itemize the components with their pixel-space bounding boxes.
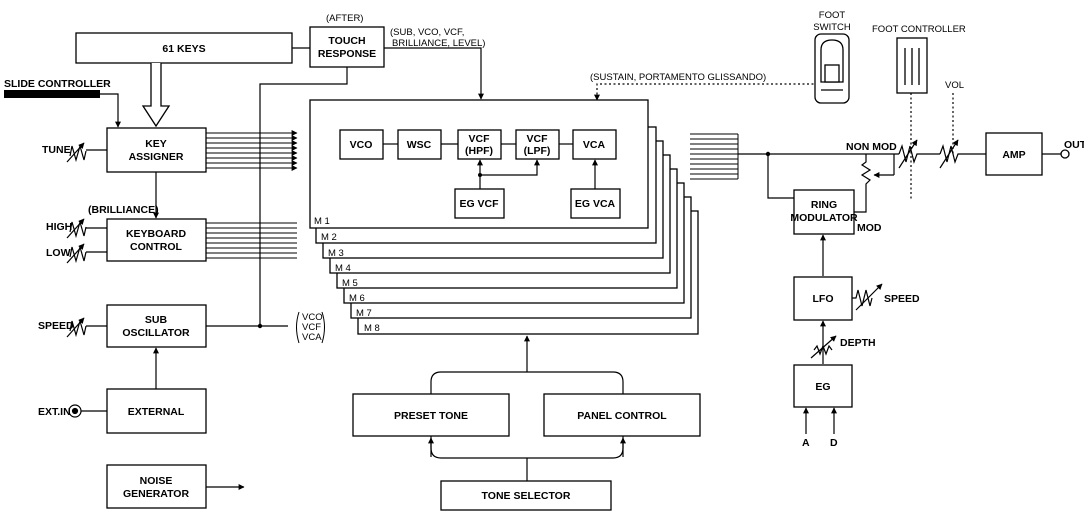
sub-target-vcf: VCF <box>302 322 321 333</box>
slide-controller-label: SLIDE CONTROLLER <box>4 78 111 90</box>
mod-label: MOD <box>857 222 882 234</box>
vcf-lpf-label-1: VCF <box>527 133 549 145</box>
eg-d-label: D <box>830 437 838 449</box>
external-block <box>106 388 207 434</box>
foot-switch-label-1: FOOT <box>819 10 846 21</box>
out-label: OUT <box>1064 139 1084 151</box>
speed-pot-icon <box>69 318 87 338</box>
depth-pot-icon <box>813 344 833 356</box>
preset-tone-label: PRESET TONE <box>394 410 468 422</box>
vcf-lpf-block <box>515 129 560 160</box>
vcf-hpf-label-2: (HPF) <box>465 145 493 157</box>
noise-generator-block <box>106 464 207 509</box>
module-stack <box>309 99 699 335</box>
tune-pot-icon <box>69 143 87 163</box>
vol-label: VOL <box>945 80 964 91</box>
touch-response-block <box>309 26 385 68</box>
brilliance-label: (BRILLIANCE) <box>88 204 159 216</box>
noise-generator-label-2: GENERATOR <box>123 488 190 500</box>
touch-response-label-2: RESPONSE <box>318 48 376 60</box>
foot-controller-label: FOOT CONTROLLER <box>872 24 966 35</box>
key-assigner-outputs <box>206 130 298 171</box>
keyboard-control-label-1: KEYBOARD <box>126 228 187 240</box>
lfo-block <box>793 276 853 321</box>
module-label-m6: M 6 <box>349 293 365 304</box>
vco-block <box>339 129 384 160</box>
sub-target-vca: VCA <box>302 332 322 343</box>
noise-generator-label-1: NOISE <box>140 475 173 487</box>
vcf-lpf-label-2: (LPF) <box>524 145 551 157</box>
external-label: EXTERNAL <box>128 406 185 418</box>
preset-tone-block <box>352 393 510 437</box>
sustain-label: (SUSTAIN, PORTAMENTO GLISSANDO) <box>590 72 766 83</box>
after-label: (AFTER) <box>326 13 363 24</box>
module-label-m5: M 5 <box>342 278 358 289</box>
ring-modulator-label-1: RING <box>811 199 837 211</box>
high-label: HIGH <box>46 221 72 233</box>
keys-to-assigner-arrow <box>141 63 171 128</box>
vca-label: VCA <box>583 139 606 151</box>
module-label-m1: M 1 <box>314 216 330 227</box>
vol-pot-icon <box>939 143 986 165</box>
sub-oscillator-block <box>106 304 207 348</box>
module-label-m4: M 4 <box>335 263 351 274</box>
vcf-hpf-label-1: VCF <box>469 133 491 145</box>
sub-target-vco: VCO <box>302 312 323 323</box>
eg-vca-label: EG VCA <box>575 198 616 210</box>
key-assigner-label-2: ASSIGNER <box>129 151 184 163</box>
tone-selector-block <box>440 480 612 511</box>
vco-label: VCO <box>350 139 373 151</box>
wsc-label: WSC <box>407 139 432 151</box>
eg-label: EG <box>815 381 830 393</box>
module-label-m2: M 2 <box>321 232 337 243</box>
non-mod-label: NON MOD <box>846 141 897 153</box>
panel-control-label: PANEL CONTROL <box>577 410 667 422</box>
vca-block <box>572 129 617 160</box>
lfo-speed-label: SPEED <box>884 293 920 305</box>
keys61-label: 61 KEYS <box>162 43 205 55</box>
foot-switch-label-2: SWITCH <box>813 22 851 33</box>
low-pot-icon <box>69 244 87 264</box>
touch-response-label-1: TOUCH <box>328 35 365 47</box>
keyboard-control-label-2: CONTROL <box>130 241 182 253</box>
keyboard-control-outputs <box>206 222 297 259</box>
low-label: LOW <box>46 247 71 259</box>
high-pot-icon <box>69 219 87 239</box>
out-jack-icon <box>1060 149 1070 159</box>
touch-targets-label-1: (SUB, VCO, VCF, <box>390 27 464 38</box>
eg-vca-block <box>570 188 621 219</box>
tone-selector-label: TONE SELECTOR <box>482 490 571 502</box>
touch-targets-label-2: BRILLIANCE, LEVEL) <box>392 38 485 49</box>
ring-modulator-block <box>793 189 855 235</box>
module-label-m7: M 7 <box>356 308 372 319</box>
lfo-speed-pot-icon <box>852 289 873 307</box>
eg-block <box>793 364 853 408</box>
tune-label: TUNE <box>42 144 71 156</box>
slide-controller-bar <box>4 90 100 98</box>
foot-vol-pot-icon <box>898 143 940 165</box>
sub-oscillator-label-2: OSCILLATOR <box>122 327 190 339</box>
amp-block <box>985 132 1043 176</box>
module-label-m8: M 8 <box>364 323 380 334</box>
amp-label: AMP <box>1002 149 1025 161</box>
depth-label: DEPTH <box>840 337 876 349</box>
speed-label: SPEED <box>38 320 74 332</box>
key-assigner-label-1: KEY <box>145 138 167 150</box>
lfo-label: LFO <box>813 293 834 305</box>
eg-a-label: A <box>802 437 810 449</box>
ring-modulator-label-2: MODULATOR <box>790 212 858 224</box>
foot-switch-icon <box>814 33 850 104</box>
sub-oscillator-label-1: SUB <box>145 314 168 326</box>
module-label-m3: M 3 <box>328 248 344 259</box>
eg-vcf-label: EG VCF <box>459 198 499 210</box>
ext-in-label: EXT.IN <box>38 406 71 418</box>
panel-control-block <box>543 393 701 437</box>
foot-controller-icon <box>896 37 928 94</box>
output-bus <box>690 133 739 180</box>
key-assigner-block <box>106 127 207 173</box>
keyboard-control-block <box>106 218 207 262</box>
